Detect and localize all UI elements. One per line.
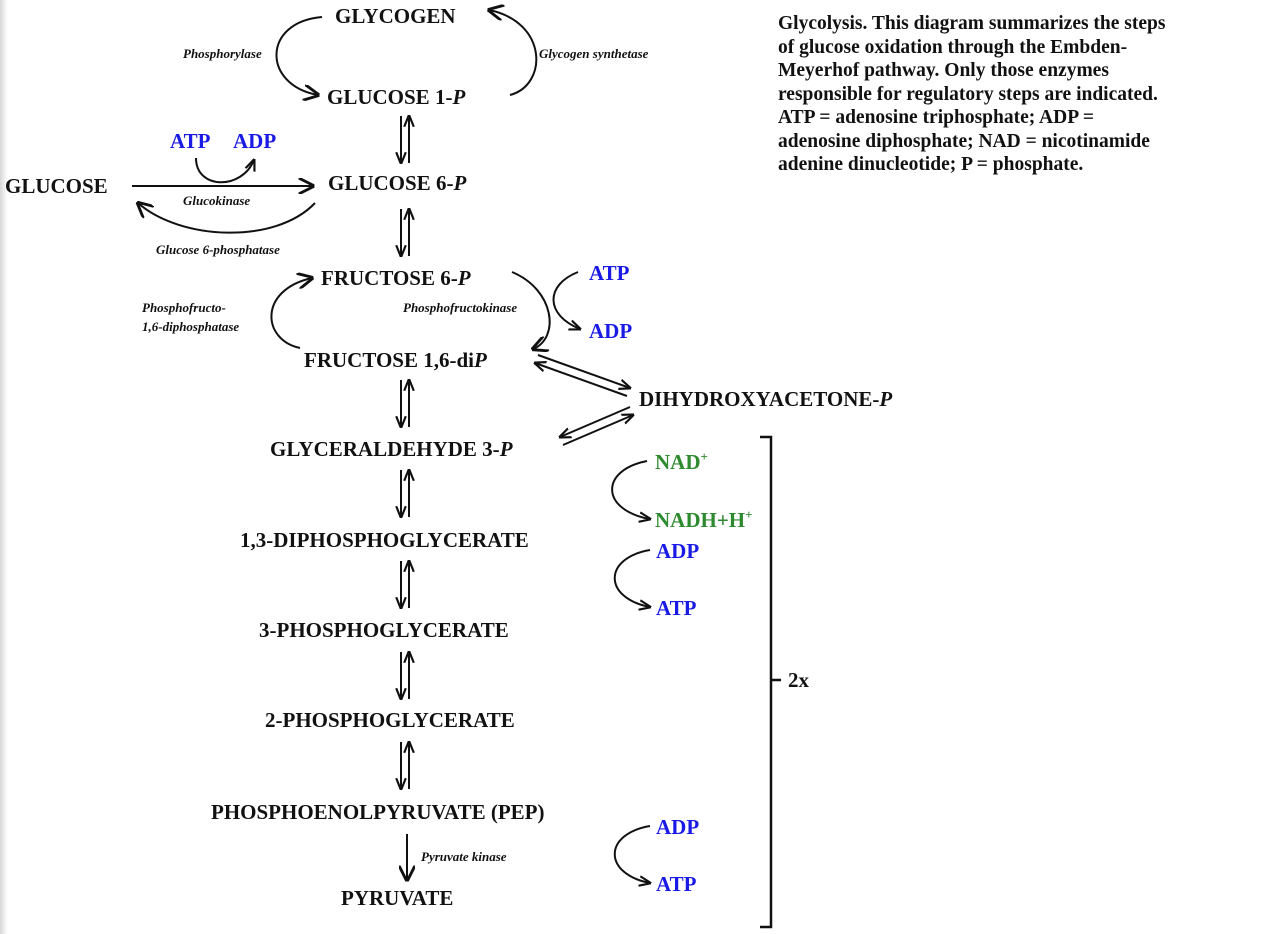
eq-arrow-bpg-3pg: [401, 561, 409, 608]
eq-arrow-g6p-f6p: [401, 209, 409, 256]
nadh-label: NADH+H+: [655, 507, 753, 532]
pk-atp-label: ATP: [656, 872, 697, 896]
glycogen-label: GLYCOGEN: [335, 4, 456, 28]
glucose-label: GLUCOSE: [5, 174, 108, 198]
pyruvate-kinase-label: Pyruvate kinase: [421, 849, 507, 864]
fructose-1-6-diphosphate-label: FRUCTOSE 1,6-diP: [304, 348, 487, 372]
glucokinase-atp-adp-arc: [195, 158, 254, 184]
glucokinase-atp-label: ATP: [170, 129, 211, 153]
3-phosphoglycerate-label: 3-PHOSPHOGLYCERATE: [259, 618, 509, 642]
2-phosphoglycerate-label: 2-PHOSPHOGLYCERATE: [265, 708, 515, 732]
phosphorylase-arc: [275, 16, 323, 95]
pgk-atp-label: ATP: [656, 596, 697, 620]
eq-arrow-f16-dhap: [535, 354, 630, 397]
caption-line: Glycolysis. This diagram summarizes the …: [778, 13, 1166, 34]
glyceraldehyde-3-phosphate-label: GLYCERALDEHYDE 3-P: [270, 437, 513, 461]
pgk-adp-atp-arc: [613, 549, 650, 607]
glycogen-synthetase-label: Glycogen synthetase: [539, 46, 649, 61]
eq-arrow-g1p-g6p: [401, 116, 409, 163]
caption-line: ATP = adenosine triphosphate; ADP =: [778, 107, 1095, 128]
phosphoenolpyruvate-label: PHOSPHOENOLPYRUVATE (PEP): [211, 800, 545, 824]
caption-line: adenosine diphosphate; NAD = nicotinamid…: [778, 130, 1150, 152]
pk-adp-atp-arc: [613, 825, 650, 883]
eq-arrow-g3p-bpg: [401, 470, 409, 517]
pfk-atp-label: ATP: [589, 261, 630, 285]
glycogen-synthetase-arc: [489, 10, 538, 96]
two-x-multiplier: 2x: [788, 668, 809, 692]
phosphofructokinase-arc: [511, 271, 551, 349]
nad-label: NAD+: [655, 449, 708, 474]
eq-arrow-dhap-g3p: [560, 406, 633, 446]
figure-caption: Glycolysis. This diagram summarizes the …: [778, 12, 1260, 177]
dihydroxyacetone-phosphate-label: DIHYDROXYACETONE-P: [639, 387, 893, 411]
pfk-adp-label: ADP: [589, 319, 633, 343]
glucokinase-adp-label: ADP: [233, 129, 277, 153]
glucose-6-phosphatase-label: Glucose 6-phosphatase: [156, 242, 280, 257]
fructose-6-phosphate-label: FRUCTOSE 6-P: [321, 266, 471, 290]
eq-arrow-f16-g3p: [401, 380, 409, 427]
glucose-6-phosphate-label: GLUCOSE 6-P: [328, 171, 467, 195]
pgk-adp-label: ADP: [656, 539, 700, 563]
fructose-diphosphatase-label-line1: Phosphofructo-: [142, 300, 226, 315]
caption-line: Meyerhof pathway. Only those enzymes: [778, 60, 1109, 81]
caption-line: adenine dinucleotide; P = phosphate.: [778, 154, 1084, 175]
eq-arrow-3pg-2pg: [401, 652, 409, 699]
caption-line: of glucose oxidation through the Embden-: [778, 36, 1128, 58]
fructose-diphosphatase-arc: [270, 278, 312, 349]
glucose-6-phosphatase-arc: [138, 203, 316, 234]
fructose-diphosphatase-label-line2: 1,6-diphosphatase: [142, 319, 240, 334]
eq-arrow-2pg-pep: [401, 742, 409, 789]
phosphorylase-label: Phosphorylase: [183, 46, 262, 61]
two-x-bracket: [760, 435, 773, 929]
page-edge-shadow: [0, 0, 8, 934]
phosphofructokinase-label: Phosphofructokinase: [403, 300, 518, 315]
glucose-1-phosphate-label: GLUCOSE 1-P: [327, 85, 466, 109]
pk-adp-label: ADP: [656, 815, 700, 839]
pyruvate-label: PYRUVATE: [341, 886, 454, 910]
glucokinase-label: Glucokinase: [183, 193, 251, 208]
pfk-atp-adp-arc: [552, 271, 580, 329]
nad-nadh-arc: [611, 460, 650, 519]
caption-line: responsible for regulatory steps are ind…: [778, 83, 1158, 105]
diphosphoglycerate-label: 1,3-DIPHOSPHOGLYCERATE: [240, 528, 529, 552]
